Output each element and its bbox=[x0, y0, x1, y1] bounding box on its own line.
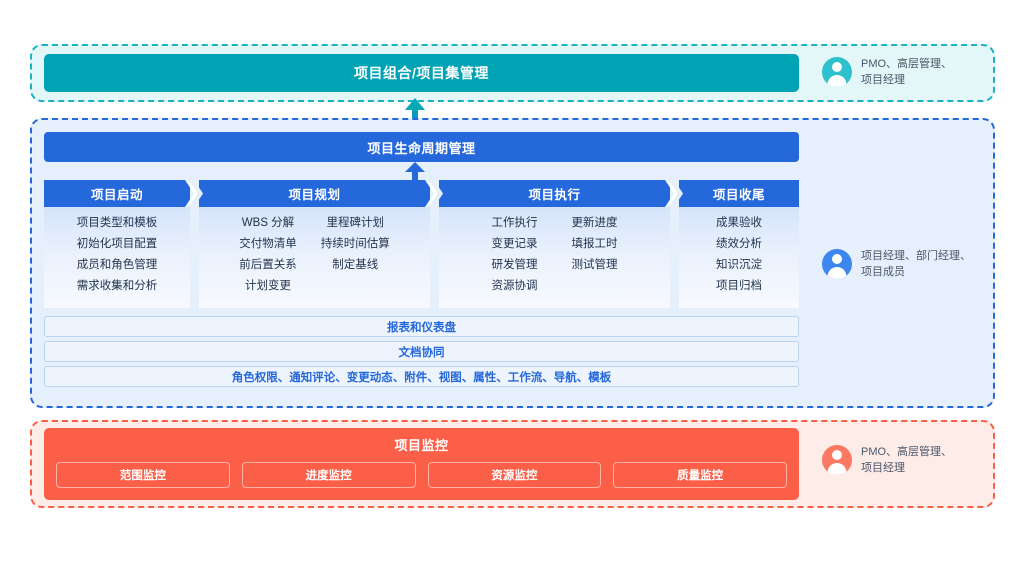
stage-item: 前后置关系 bbox=[239, 259, 297, 271]
bar-label: 角色权限、通知评论、变更动态、附件、视图、属性、工作流、导航、模板 bbox=[231, 371, 612, 384]
monitoring-role-label: PMO、高层管理、 项目经理 bbox=[861, 446, 953, 474]
stage-item: 研发管理 bbox=[491, 259, 538, 271]
stage-zhixing[interactable]: 项目执行 工作执行 变更记录 研发管理 资源协调 更新进度 填报工时 测试管理 bbox=[439, 180, 670, 308]
monitoring-chip-schedule[interactable]: 进度监控 bbox=[241, 462, 416, 488]
stage-divider bbox=[190, 207, 199, 308]
stage-item: 测试管理 bbox=[571, 259, 618, 271]
stage-header: 项目启动 bbox=[44, 180, 190, 207]
lifecycle-role-card: 项目经理、部门经理、 项目成员 bbox=[822, 248, 971, 280]
user-avatar-icon bbox=[822, 445, 852, 475]
stage-item: 更新进度 bbox=[571, 217, 618, 229]
bar-platform-features[interactable]: 角色权限、通知评论、变更动态、附件、视图、属性、工作流、导航、模板 bbox=[44, 366, 799, 387]
stage-item: 变更记录 bbox=[491, 238, 538, 250]
stage-column: WBS 分解 交付物清单 前后置关系 计划变更 bbox=[239, 216, 297, 308]
stage-body: 工作执行 变更记录 研发管理 资源协调 更新进度 填报工时 测试管理 bbox=[439, 207, 670, 308]
portfolio-bar[interactable]: 项目组合/项目集管理 bbox=[44, 54, 799, 92]
arrow-up-to-lifecycle-icon bbox=[405, 162, 425, 184]
bar-label: 文档协同 bbox=[398, 346, 445, 359]
lifecycle-bar[interactable]: 项目生命周期管理 bbox=[44, 132, 799, 162]
monitoring-block[interactable]: 项目监控 范围监控 进度监控 资源监控 质量监控 bbox=[44, 428, 799, 500]
stage-guihua[interactable]: 项目规划 WBS 分解 交付物清单 前后置关系 计划变更 里程碑计划 持续时间估… bbox=[199, 180, 430, 308]
monitoring-chip-row: 范围监控 进度监控 资源监控 质量监控 bbox=[44, 457, 799, 488]
stage-item: 成果验收 bbox=[716, 217, 762, 229]
chevron-right-icon bbox=[425, 180, 443, 207]
stage-item: WBS 分解 bbox=[241, 217, 295, 229]
stage-body: 成果验收 绩效分析 知识沉淀 项目归档 bbox=[679, 207, 799, 308]
stage-shouwei[interactable]: 项目收尾 成果验收 绩效分析 知识沉淀 项目归档 bbox=[679, 180, 799, 308]
stage-item: 制定基线 bbox=[332, 259, 379, 271]
stage-item: 需求收集和分析 bbox=[76, 280, 158, 292]
stage-item: 持续时间估算 bbox=[320, 238, 390, 250]
stage-item: 成员和角色管理 bbox=[76, 259, 158, 271]
stage-title: 项目执行 bbox=[528, 188, 581, 202]
stage-item: 知识沉淀 bbox=[716, 259, 762, 271]
monitoring-role-card: PMO、高层管理、 项目经理 bbox=[822, 444, 952, 476]
stage-header: 项目执行 bbox=[439, 180, 670, 207]
stage-item: 初始化项目配置 bbox=[76, 238, 158, 250]
stage-column: 项目类型和模板 初始化项目配置 成员和角色管理 需求收集和分析 bbox=[77, 216, 158, 308]
portfolio-title: 项目组合/项目集管理 bbox=[354, 65, 489, 81]
user-avatar-icon bbox=[822, 57, 852, 87]
stage-item: 填报工时 bbox=[571, 238, 618, 250]
stage-item: 里程碑计划 bbox=[326, 217, 385, 229]
monitoring-title: 项目监控 bbox=[394, 438, 449, 453]
chevron-right-icon bbox=[665, 180, 683, 207]
monitoring-chip-scope[interactable]: 范围监控 bbox=[56, 462, 230, 488]
stage-title: 项目启动 bbox=[90, 188, 143, 202]
stage-column: 工作执行 变更记录 研发管理 资源协调 bbox=[492, 216, 538, 308]
portfolio-role-card: PMO、高层管理、 项目经理 bbox=[822, 56, 952, 88]
stage-title: 项目规划 bbox=[288, 188, 341, 202]
stage-divider bbox=[670, 207, 679, 308]
lifecycle-title: 项目生命周期管理 bbox=[367, 140, 476, 156]
stage-column: 里程碑计划 持续时间估算 制定基线 bbox=[321, 216, 390, 308]
stage-item: 资源协调 bbox=[491, 280, 538, 292]
stage-strip: 项目启动 项目类型和模板 初始化项目配置 成员和角色管理 需求收集和分析 项目规… bbox=[44, 180, 799, 308]
stage-body: WBS 分解 交付物清单 前后置关系 计划变更 里程碑计划 持续时间估算 制定基… bbox=[199, 207, 430, 308]
stage-column: 成果验收 绩效分析 知识沉淀 项目归档 bbox=[716, 216, 762, 308]
stage-item: 交付物清单 bbox=[239, 238, 297, 250]
stage-qidong[interactable]: 项目启动 项目类型和模板 初始化项目配置 成员和角色管理 需求收集和分析 bbox=[44, 180, 190, 308]
stage-item: 项目归档 bbox=[716, 280, 762, 292]
bar-reports[interactable]: 报表和仪表盘 bbox=[44, 316, 799, 337]
stage-body: 项目类型和模板 初始化项目配置 成员和角色管理 需求收集和分析 bbox=[44, 207, 190, 308]
stage-divider bbox=[430, 207, 439, 308]
stage-item: 项目类型和模板 bbox=[76, 217, 158, 229]
stage-title: 项目收尾 bbox=[712, 188, 765, 202]
stage-item: 计划变更 bbox=[245, 280, 291, 292]
bar-documents[interactable]: 文档协同 bbox=[44, 341, 799, 362]
portfolio-role-label: PMO、高层管理、 项目经理 bbox=[861, 58, 953, 86]
user-avatar-icon bbox=[822, 249, 852, 279]
lifecycle-role-label: 项目经理、部门经理、 项目成员 bbox=[861, 250, 971, 278]
bar-label: 报表和仪表盘 bbox=[387, 321, 456, 334]
stage-header: 项目收尾 bbox=[679, 180, 799, 207]
stage-item: 工作执行 bbox=[491, 217, 538, 229]
monitoring-chip-quality[interactable]: 质量监控 bbox=[613, 462, 787, 488]
stage-item: 绩效分析 bbox=[716, 238, 762, 250]
stage-column: 更新进度 填报工时 测试管理 bbox=[572, 216, 618, 308]
monitoring-chip-resource[interactable]: 资源监控 bbox=[427, 462, 602, 488]
chevron-right-icon bbox=[185, 180, 203, 207]
stage-header: 项目规划 bbox=[199, 180, 430, 207]
